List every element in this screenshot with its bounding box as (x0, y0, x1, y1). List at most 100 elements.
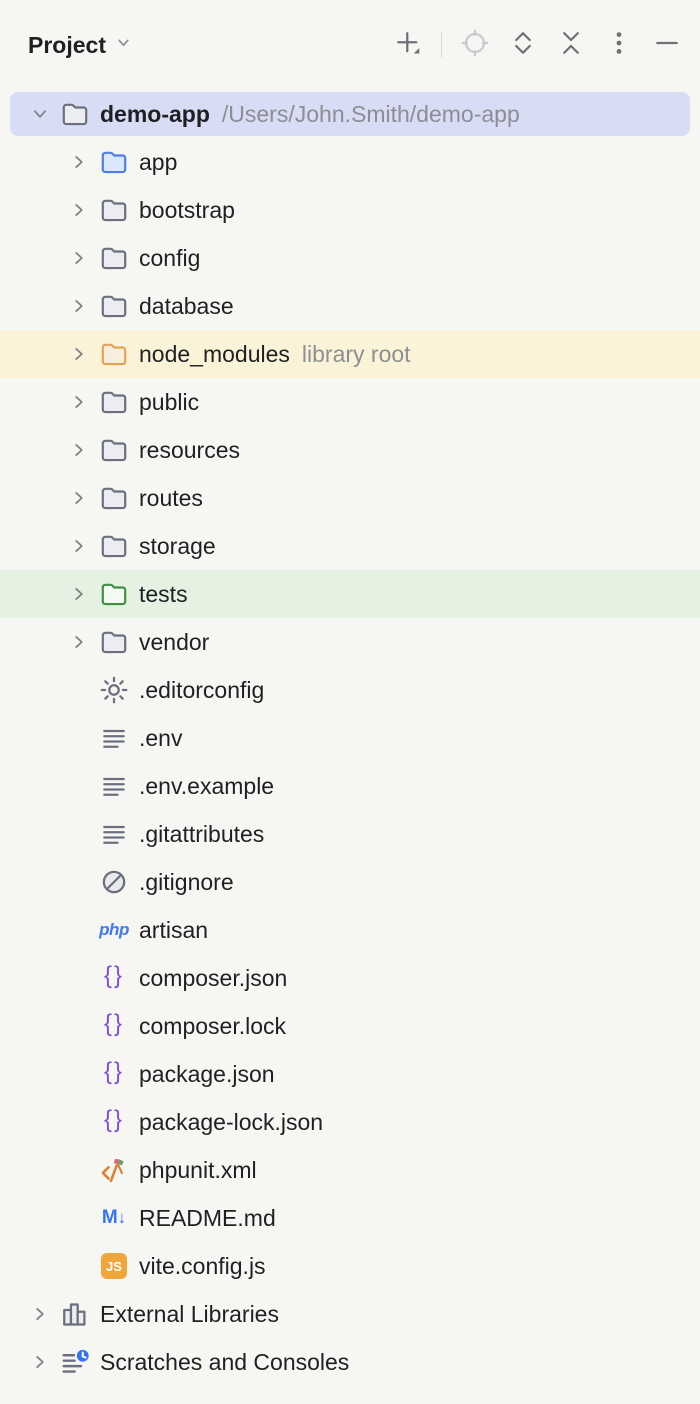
tree-item-label: vendor (139, 628, 210, 655)
folder-gray-icon (99, 531, 129, 561)
hide-panel-button[interactable] (650, 28, 684, 62)
chevron-right-icon[interactable] (67, 438, 91, 462)
tree-item-label: External Libraries (100, 1300, 279, 1327)
tree-item-label: package-lock.json (139, 1108, 324, 1135)
tree-row-routes[interactable]: routes (0, 474, 700, 522)
project-path: /Users/John.Smith/demo-app (221, 100, 520, 127)
phpunit-icon (99, 1155, 129, 1185)
tree-item-label: .editorconfig (139, 676, 265, 703)
tree-row-package-json[interactable]: {} package.json (0, 1050, 700, 1098)
library-root-badge: library root (301, 340, 411, 367)
chevron-right-icon[interactable] (67, 246, 91, 270)
tree-item-label: package.json (139, 1060, 275, 1087)
tree-row-database[interactable]: database (0, 282, 700, 330)
scratches-icon (60, 1347, 90, 1377)
chevron-right-icon[interactable] (28, 1302, 52, 1326)
tree-row-storage[interactable]: storage (0, 522, 700, 570)
tree-item-label: .env (139, 724, 183, 751)
expand-all-button[interactable] (506, 28, 540, 62)
collapse-all-icon (556, 28, 586, 63)
tree-row-editorconfig[interactable]: .editorconfig (0, 666, 700, 714)
tree-row-package-lock-json[interactable]: {} package-lock.json (0, 1098, 700, 1146)
chevron-right-icon[interactable] (67, 342, 91, 366)
gear-icon (99, 675, 129, 705)
text-file-icon (99, 723, 129, 753)
tree-item-label: storage (139, 532, 216, 559)
folder-gray-icon (99, 387, 129, 417)
tree-row-public[interactable]: public (0, 378, 700, 426)
tree-row-readme-md[interactable]: M↓ README.md (0, 1194, 700, 1242)
chevron-right-icon[interactable] (67, 150, 91, 174)
chevron-right-icon[interactable] (67, 630, 91, 654)
tree-item-label: database (139, 292, 234, 319)
tree-row-external-libraries[interactable]: External Libraries (0, 1290, 700, 1338)
chevron-right-icon[interactable] (67, 534, 91, 558)
chevron-right-icon[interactable] (67, 486, 91, 510)
chevron-right-icon[interactable] (67, 198, 91, 222)
tree-row-demo-app[interactable]: demo-app/Users/John.Smith/demo-app (10, 92, 690, 136)
folder-gray-icon (99, 291, 129, 321)
tree-item-label: .gitignore (139, 868, 234, 895)
locate-file-button (458, 28, 492, 62)
plus-icon (393, 28, 423, 63)
kebab-icon (604, 28, 634, 63)
json-icon: {} (103, 1058, 125, 1085)
json-icon: {} (103, 1106, 125, 1133)
folder-gray-icon (99, 435, 129, 465)
toolbar-divider (441, 32, 442, 58)
tree-row-phpunit-xml[interactable]: phpunit.xml (0, 1146, 700, 1194)
tree-item-label: .gitattributes (139, 820, 265, 847)
tree-row-env-example[interactable]: .env.example (0, 762, 700, 810)
tree-row-resources[interactable]: resources (0, 426, 700, 474)
json-icon: {} (103, 1010, 125, 1037)
folder-blue-icon (99, 147, 129, 177)
tree-row-composer-json[interactable]: {}composer.json (0, 954, 700, 1002)
chevron-right-icon[interactable] (67, 390, 91, 414)
tree-row-composer-lock[interactable]: {}composer.lock (0, 1002, 700, 1050)
chevron-right-icon[interactable] (67, 582, 91, 606)
project-tree: demo-app/Users/John.Smith/demo-app app boo… (0, 92, 700, 1394)
text-file-icon (99, 771, 129, 801)
tree-item-label: node_modules (139, 340, 290, 367)
tree-row-app[interactable]: app (0, 138, 700, 186)
tree-row-gitattributes[interactable]: .gitattributes (0, 810, 700, 858)
chevron-right-icon[interactable] (28, 1350, 52, 1374)
folder-green-icon (99, 579, 129, 609)
folder-gray-icon (99, 243, 129, 273)
expand-all-icon (508, 28, 538, 63)
tree-item-label: resources (139, 436, 240, 463)
tree-row-gitignore[interactable]: .gitignore (0, 858, 700, 906)
chevron-down-icon[interactable] (28, 102, 52, 126)
php-icon: php (99, 920, 129, 939)
markdown-icon: M↓ (101, 1207, 127, 1228)
tree-row-env[interactable]: .env (0, 714, 700, 762)
tree-row-bootstrap[interactable]: bootstrap (0, 186, 700, 234)
tree-row-config[interactable]: config (0, 234, 700, 282)
more-options-button[interactable] (602, 28, 636, 62)
tree-item-label: tests (139, 580, 188, 607)
tree-item-label: app (139, 148, 178, 175)
text-file-icon (99, 819, 129, 849)
target-icon (460, 28, 490, 63)
tree-row-node-modules[interactable]: node_modules library root (0, 330, 700, 378)
ignored-file-icon (99, 867, 129, 897)
project-view-selector[interactable]: Project (28, 32, 131, 59)
tree-row-tests[interactable]: tests (0, 570, 700, 618)
tree-item-label: demo-app (100, 100, 210, 127)
collapse-all-button[interactable] (554, 28, 588, 62)
tree-row-vendor[interactable]: vendor (0, 618, 700, 666)
tree-item-label: phpunit.xml (139, 1156, 257, 1183)
tree-item-label: Scratches and Consoles (100, 1348, 350, 1375)
tree-item-label: .env.example (139, 772, 275, 799)
add-button[interactable] (391, 28, 425, 62)
toolbar-actions (391, 28, 684, 62)
json-icon: {} (103, 962, 125, 989)
tree-item-label: README.md (139, 1204, 276, 1231)
tree-row-scratches-and-consoles[interactable]: Scratches and Consoles (0, 1338, 700, 1386)
js-icon: JS (99, 1251, 129, 1281)
project-toolbar: Project (0, 0, 700, 90)
chevron-right-icon[interactable] (67, 294, 91, 318)
folder-gray-icon (99, 627, 129, 657)
